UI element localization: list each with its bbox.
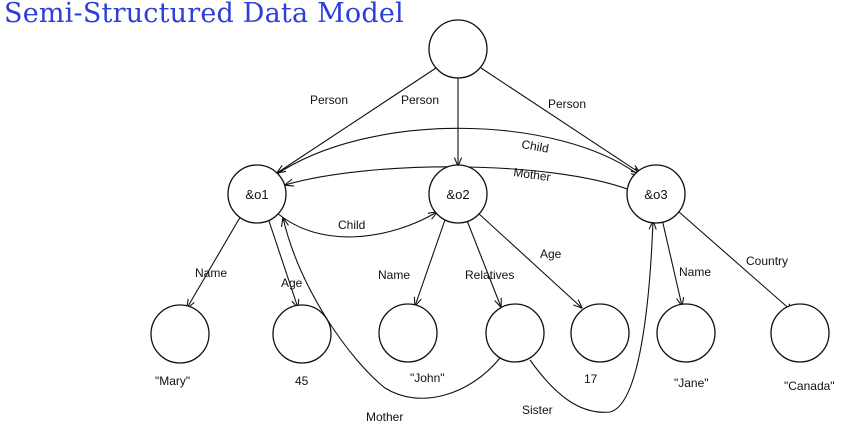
object-id-o1: &o1 (245, 187, 268, 202)
edge-o2-john (415, 216, 447, 306)
value-label-mary: "Mary" (155, 374, 190, 388)
object-node-o2 (428, 164, 488, 224)
edge-root-o3 (480, 67, 640, 173)
object-node-o3 (626, 164, 686, 224)
value-node-mary (150, 304, 210, 364)
edge-o1-o3-child (273, 127, 640, 176)
edge-o3-jane (661, 218, 682, 306)
edge-label-child-o1-o2: Child (338, 218, 365, 232)
value-label-canada: "Canada" (784, 379, 835, 393)
object-id-o2: &o2 (446, 187, 469, 202)
edge-label-child-top: Child (520, 137, 549, 156)
edge-o2-relatives (465, 217, 501, 307)
edge-label-person-2: Person (401, 93, 439, 107)
value-label-jane: "Jane" (674, 376, 709, 390)
edge-label-name-2: Name (378, 268, 410, 282)
value-node-john (378, 303, 438, 363)
root-node (428, 19, 488, 79)
edge-label-sister: Sister (522, 403, 553, 417)
page-title: Semi-Structured Data Model (4, 0, 404, 29)
edge-label-age-1: Age (281, 276, 303, 290)
edge-label-relatives: Relatives (465, 268, 514, 282)
object-node-o1 (227, 164, 287, 224)
edge-root-o1 (277, 67, 437, 173)
edge-label-person-1: Person (310, 93, 348, 107)
value-label-45: 45 (295, 374, 309, 388)
edge-o1-45 (267, 217, 298, 308)
value-node-17 (570, 303, 630, 363)
edge-label-name-3: Name (679, 265, 711, 279)
object-ids: &o1 &o2 &o3 (245, 187, 667, 202)
value-node-relatives (485, 303, 545, 363)
edge-label-age-2: Age (540, 247, 562, 261)
edge-relatives-o3-sister (529, 221, 653, 413)
edge-label-mother-top: Mother (513, 165, 552, 184)
edge-o1-o2-child (275, 212, 437, 238)
edge-o1-mary (187, 213, 243, 308)
edge-label-country: Country (746, 254, 788, 268)
value-label-17: 17 (584, 372, 598, 386)
value-label-john: "John" (410, 371, 445, 385)
edges (187, 67, 793, 413)
edge-label-name-1: Name (195, 266, 227, 280)
value-labels: "Mary" 45 "John" 17 "Jane" "Canada" (155, 371, 835, 393)
edge-label-person-3: Person (548, 97, 586, 111)
edge-label-mother-bottom: Mother (366, 410, 403, 424)
edge-o2-17 (477, 212, 582, 308)
nodes (150, 19, 830, 364)
object-id-o3: &o3 (644, 187, 667, 202)
edge-relatives-o1-mother (283, 218, 501, 399)
value-node-jane (656, 303, 716, 363)
value-node-45 (272, 304, 332, 364)
edge-o3-canada (678, 211, 793, 312)
value-node-canada (770, 303, 830, 363)
edge-labels: Person Person Person Child Mother Child … (195, 93, 788, 424)
